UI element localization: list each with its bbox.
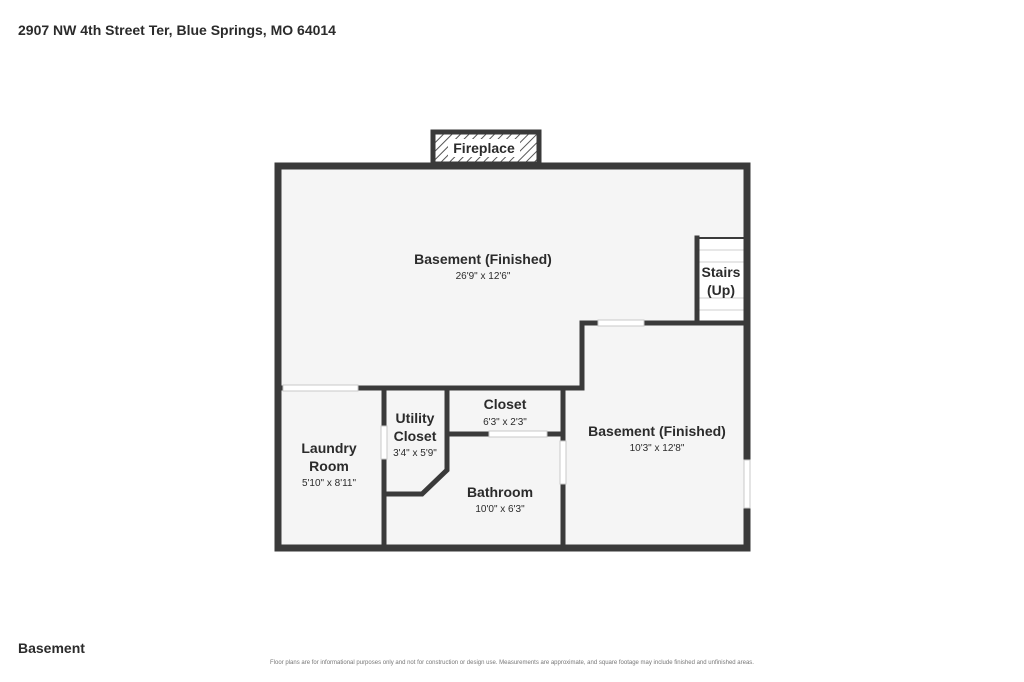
- disclaimer-text: Floor plans are for informational purpos…: [270, 660, 754, 666]
- walls: [274, 162, 751, 552]
- laundry-name-line1: Laundry: [301, 440, 356, 456]
- stairs-label-line1: Stairs: [702, 264, 741, 280]
- utility-name-line1: Utility: [396, 410, 435, 426]
- stairs-label-line2: (Up): [707, 282, 735, 298]
- basement-right-dims: 10'3" x 12'8": [630, 443, 685, 454]
- utility-name-line2: Closet: [394, 428, 437, 444]
- fireplace-label: Fireplace: [453, 140, 515, 156]
- basement-main-name: Basement (Finished): [414, 251, 552, 267]
- floor-area: [278, 166, 747, 548]
- basement-main-dims: 26'9" x 12'6": [456, 271, 511, 282]
- laundry-name-line2: Room: [309, 458, 349, 474]
- laundry-dims: 5'10" x 8'11": [302, 478, 357, 489]
- stairs: [697, 237, 745, 323]
- utility-dims: 3'4" x 5'9": [393, 448, 437, 459]
- basement-right-name: Basement (Finished): [588, 423, 726, 439]
- property-address: 2907 NW 4th Street Ter, Blue Springs, MO…: [18, 22, 336, 38]
- closet-name: Closet: [484, 396, 527, 412]
- bathroom-name: Bathroom: [467, 484, 533, 500]
- bathroom-dims: 10'0" x 6'3": [475, 504, 525, 515]
- fireplace-label-bg: [448, 139, 520, 157]
- floor-level-label: Basement: [18, 640, 85, 656]
- closet-dims: 6'3" x 2'3": [483, 417, 527, 428]
- openings: [282, 319, 751, 509]
